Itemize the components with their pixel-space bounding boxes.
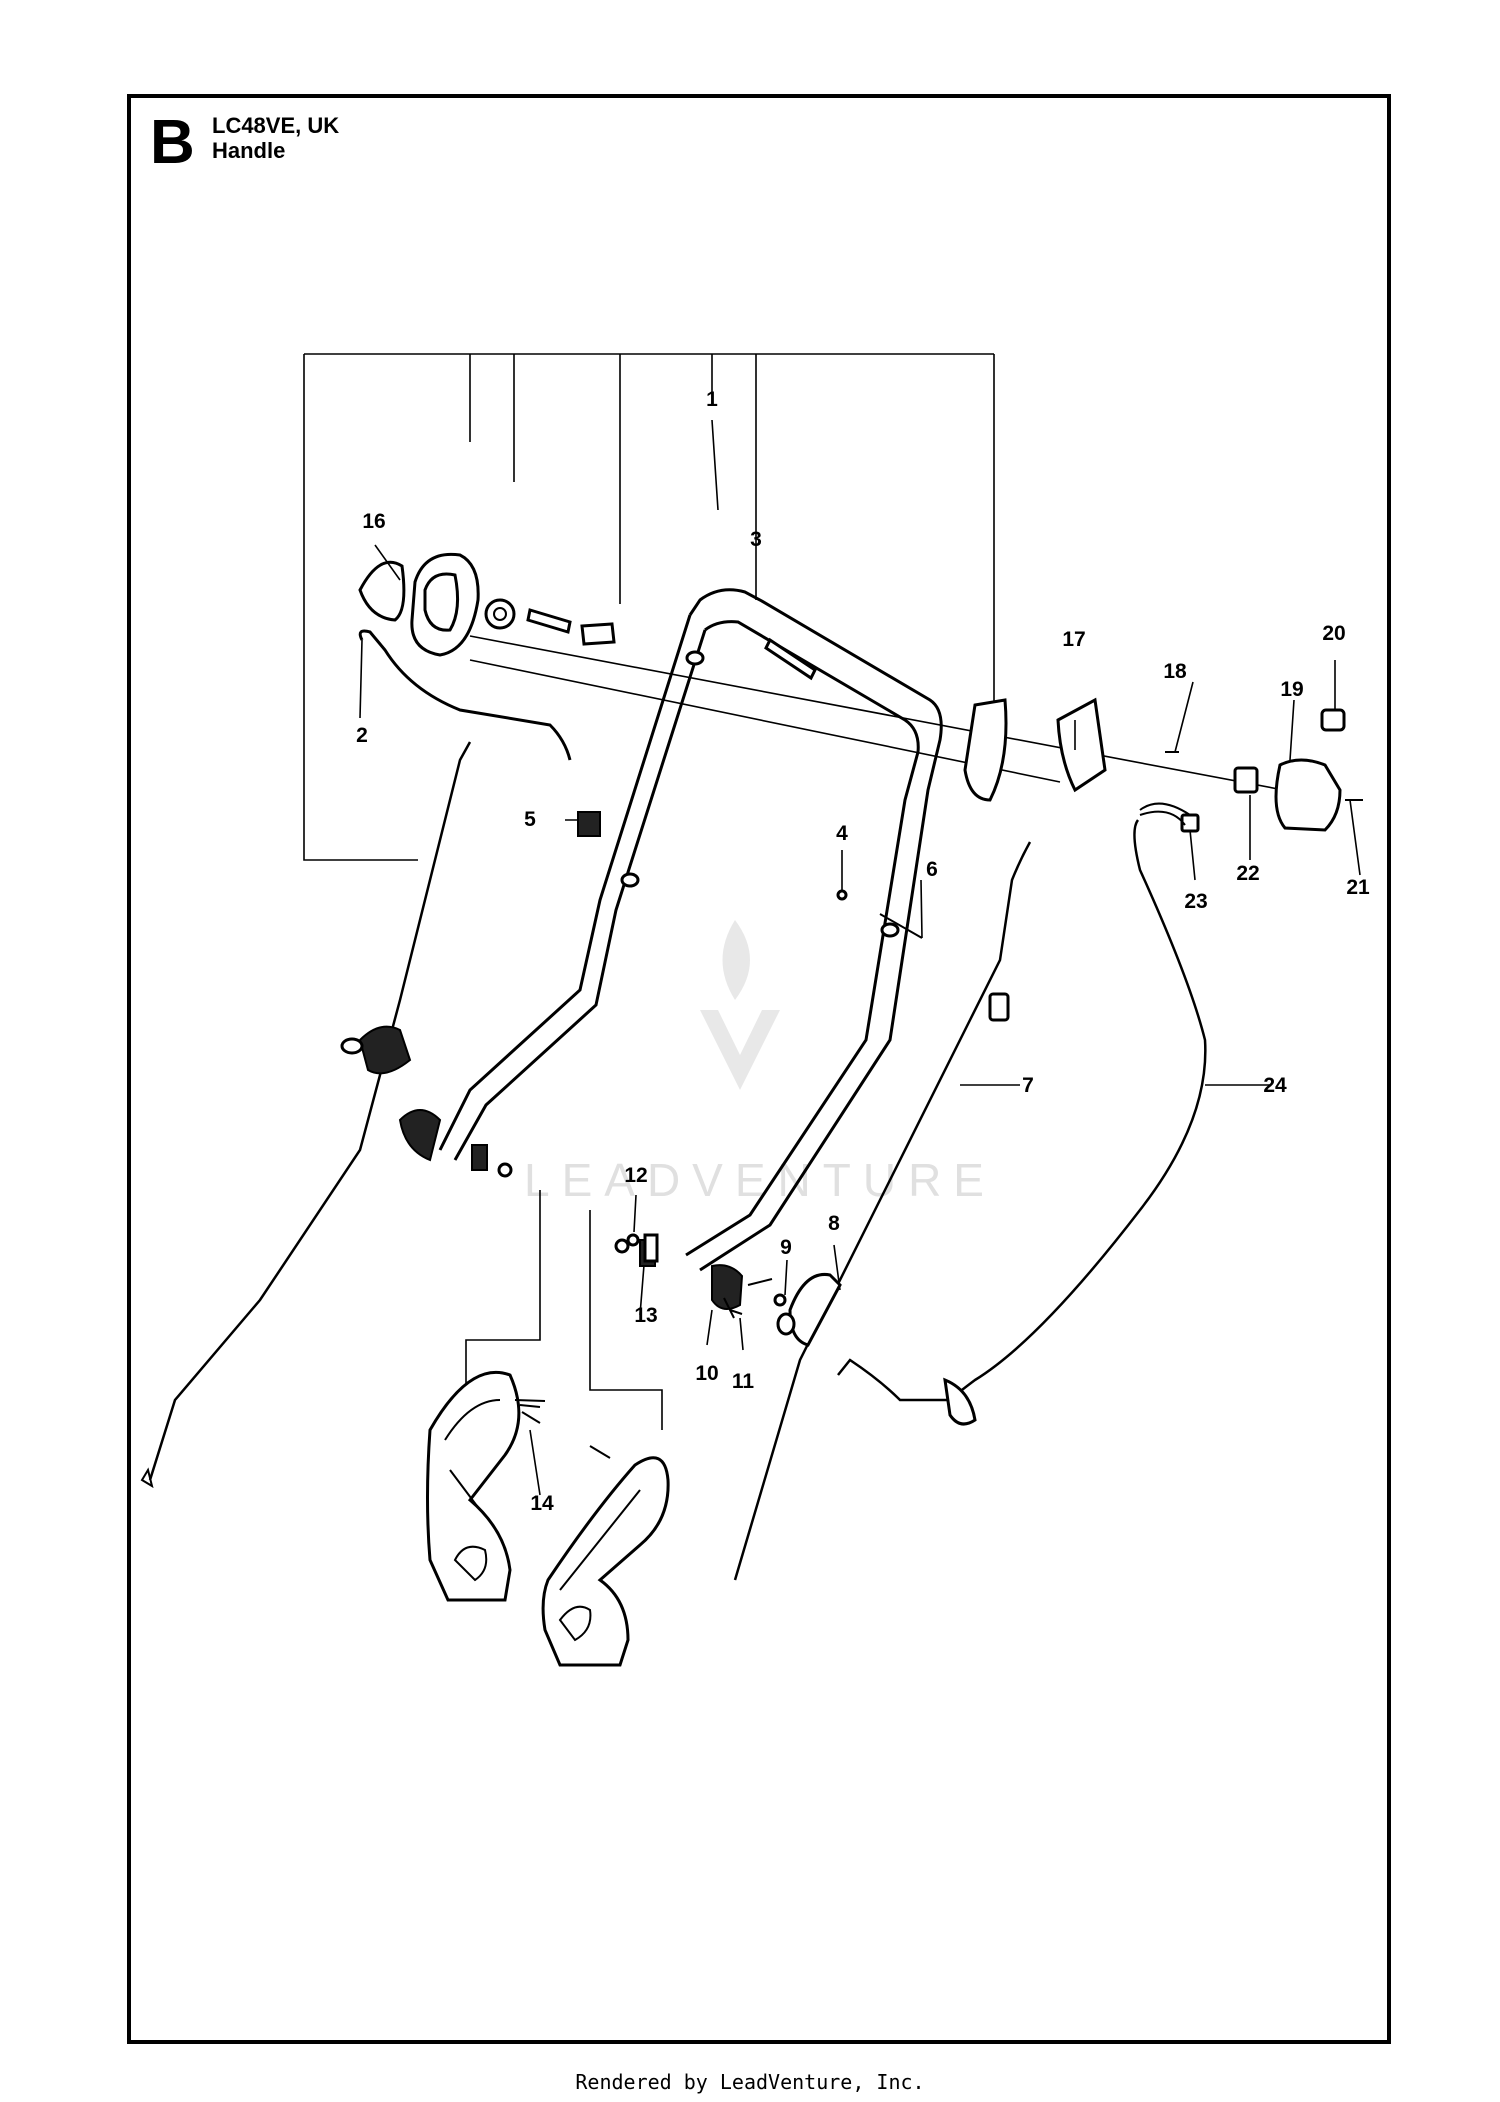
callout-4: 4 (836, 822, 848, 845)
callout-7: 7 (1022, 1074, 1034, 1097)
left-handle-clamp (340, 1025, 513, 1178)
handle-upper-bar (438, 588, 943, 1272)
part-14-bolt (521, 1411, 611, 1459)
callout-22: 22 (1236, 862, 1259, 885)
callout-24: 24 (1263, 1074, 1287, 1097)
assembly-bracket (303, 353, 995, 861)
callout-12: 12 (624, 1164, 647, 1187)
part-6-bolt (879, 913, 923, 939)
callout-3: 3 (750, 528, 762, 551)
callout-16: 16 (362, 510, 385, 533)
callout-18: 18 (1163, 660, 1187, 683)
callout-21: 21 (1346, 876, 1370, 899)
callout-10: 10 (695, 1362, 718, 1385)
watermark: LEADVENTURE (524, 920, 996, 1206)
part-8-lever (788, 1272, 842, 1347)
assembly-title: Handle (212, 138, 286, 163)
part-19-switch-box (1274, 758, 1342, 832)
callout-19: 19 (1280, 678, 1303, 701)
callout-8: 8 (828, 1212, 840, 1235)
drawing-frame (127, 94, 1391, 2044)
part-16-cover (358, 560, 406, 622)
part-7-cable (733, 841, 1032, 1581)
part-left-cable (148, 741, 472, 1481)
part-5-clip (577, 811, 601, 837)
callout-9: 9 (780, 1236, 792, 1259)
model-title: LC48VE, UK (212, 113, 340, 138)
callout-13: 13 (634, 1304, 657, 1327)
callout-5: 5 (524, 808, 536, 831)
right-side-plate (541, 1456, 670, 1667)
callout-14: 14 (530, 1492, 554, 1515)
part-9-pin (773, 1293, 787, 1307)
part-13-spring (643, 1233, 659, 1263)
left-side-plate (426, 1370, 546, 1602)
callout-11: 11 (732, 1370, 755, 1393)
footer-credit: Rendered by LeadVenture, Inc. (575, 2070, 925, 2094)
callout-1: 1 (706, 388, 718, 411)
part-12-washer (626, 1233, 640, 1247)
callout-20: 20 (1322, 622, 1345, 645)
section-letter: B (150, 108, 195, 177)
callout-17: 17 (1062, 628, 1085, 651)
part-4-nut (836, 889, 848, 901)
part-17-bracket (1056, 697, 1107, 793)
callout-6: 6 (926, 858, 938, 881)
part-11-screw (729, 1309, 743, 1315)
part-7-adjuster (988, 992, 1010, 1022)
watermark-text: LEADVENTURE (524, 1154, 996, 1206)
part-2-bail-rod (358, 629, 572, 761)
part-22-switch (1233, 766, 1259, 794)
part-20-key (1320, 708, 1346, 732)
part-24-cable (837, 819, 1207, 1402)
callout-2: 2 (356, 724, 368, 747)
callout-23: 23 (1184, 890, 1207, 913)
